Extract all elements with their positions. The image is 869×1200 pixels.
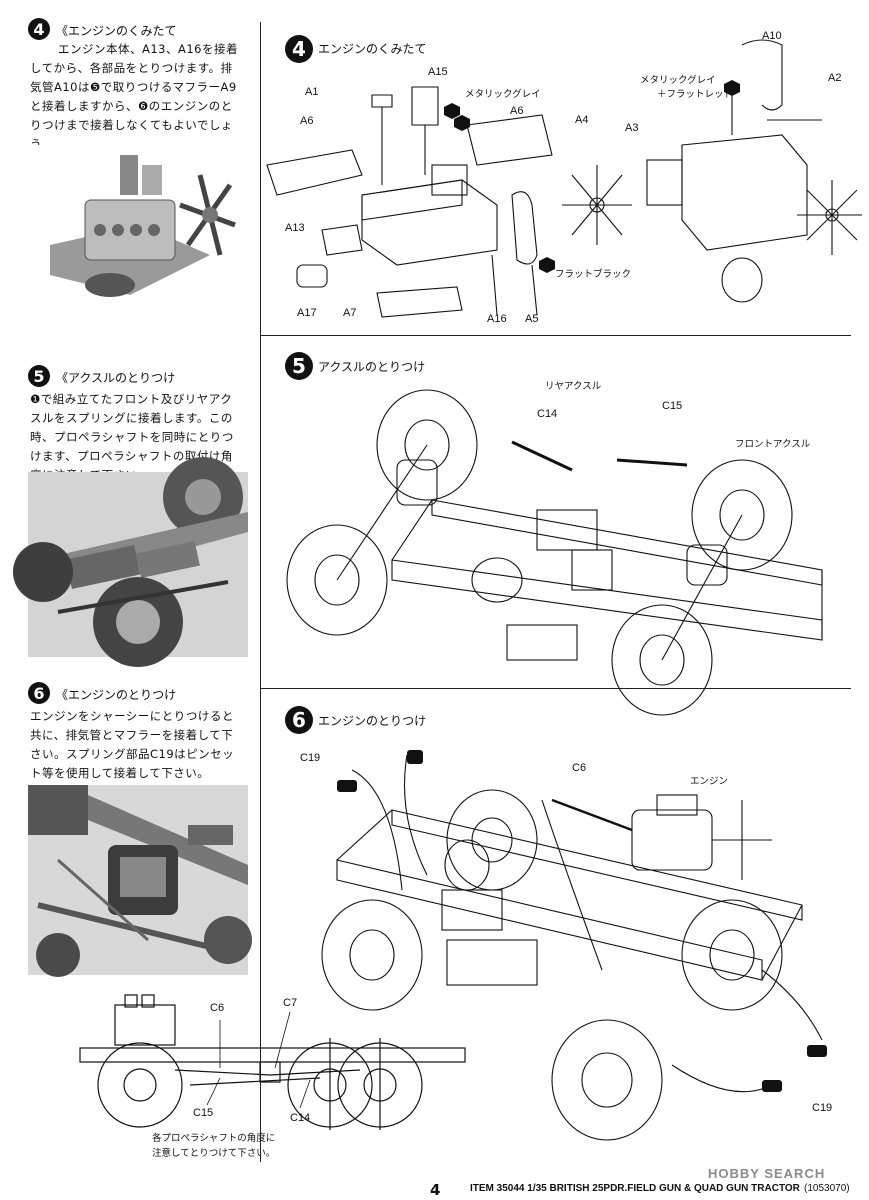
- step-6-line: ト等を使用して接着して下さい。: [30, 766, 210, 780]
- engine-assembly-diagram: [266, 39, 862, 318]
- side-c6-label: C6: [210, 1002, 225, 1014]
- step-5-line: ❶で組み立てたフロント及びリヤアク: [30, 392, 233, 406]
- engine-a10-label: A10: [762, 30, 782, 42]
- engine-a2-label: A2: [828, 72, 842, 84]
- engine-a7-label: A7: [343, 307, 357, 319]
- metallic-grey-label: メタリックグレイ: [465, 89, 541, 100]
- engine-a3-label: A3: [625, 122, 639, 134]
- footer-code: (1053070): [804, 1183, 850, 1194]
- side-c7-label: C7: [283, 997, 298, 1009]
- section-divider: [261, 335, 851, 336]
- diagram-4-badge: 4: [285, 35, 313, 63]
- side-c14-label: C14: [290, 1112, 311, 1124]
- step-5-badge: 5: [28, 365, 50, 387]
- side-view-note-line: 各プロペラシャフトの角度に: [152, 1133, 276, 1144]
- axle-assembly-diagram: [286, 389, 823, 716]
- step-6-instructions: エンジンをシャーシーにとりつけると 共に、排気管とマフラーを接着して下 さい。ス…: [30, 707, 256, 783]
- step-6-line: エンジンをシャーシーにとりつけると: [30, 709, 234, 723]
- step-5-line: 時、プロペラシャフトを同時にとりつ: [30, 430, 234, 444]
- engine-mount-diagram: [321, 750, 827, 1141]
- engine-a17-label: A17: [297, 307, 317, 319]
- engine-a15-label: A15: [428, 66, 448, 78]
- mount-engine-label: エンジン: [690, 776, 729, 787]
- flat-red-label: ＋フラットレッド: [657, 89, 734, 100]
- step-4-line: エンジン本体、A13、A16を接着: [58, 42, 238, 56]
- engine-a5-label: A5: [525, 313, 539, 325]
- section-divider: [261, 688, 851, 689]
- flat-black-label: フラットブラック: [555, 269, 632, 280]
- diagram-6-title: エンジンのとりつけ: [318, 714, 427, 728]
- rear-axle-label: リヤアクスル: [545, 381, 602, 392]
- front-axle-label: フロントアクスル: [735, 439, 811, 450]
- step-6-line: 共に、排気管とマフラーを接着して下: [30, 728, 234, 742]
- engine-a1-label: A1: [305, 86, 319, 98]
- step-4-line: してから、各部品をとりつけます。排: [30, 61, 233, 75]
- engine-a6-left-label: A6: [300, 115, 314, 127]
- engine-a13-label: A13: [285, 222, 305, 234]
- step-4-instructions: エンジン本体、A13、A16を接着 してから、各部品をとりつけます。排 気管A1…: [30, 40, 256, 154]
- diagram-6-badge: 6: [285, 706, 313, 734]
- step-4-line: 気管A10は❺で取りつけるマフラーA9: [30, 80, 237, 94]
- engine-a4-label: A4: [575, 114, 589, 126]
- side-c15-label: C15: [193, 1107, 214, 1119]
- side-view-note-line: 注意してとりつけて下さい。: [152, 1148, 276, 1159]
- engine-mount-photo: [28, 785, 252, 977]
- hobby-search-watermark: HOBBY SEARCH: [708, 1166, 826, 1181]
- step-6-line: さい。スプリング部品C19はピンセッ: [30, 747, 235, 761]
- step-5-line: スルをスプリングに接着します。この: [30, 411, 233, 425]
- axle-c15-label: C15: [662, 400, 683, 412]
- diagram-5-badge: 5: [285, 352, 313, 380]
- footer-item-text: ITEM 35044 1/35 BRITISH 25PDR.FIELD GUN …: [470, 1183, 800, 1194]
- diagram-5-title: アクスルのとりつけ: [318, 360, 426, 374]
- engine-a6-top-label: A6: [510, 105, 524, 117]
- step-5-title: 《アクスルのとりつけ: [56, 371, 176, 385]
- step-6-title: 《エンジンのとりつけ: [56, 688, 177, 702]
- axle-c14-label: C14: [537, 408, 558, 420]
- mount-c19-bottom-label: C19: [812, 1102, 833, 1114]
- side-view-diagram: [79, 994, 466, 1130]
- engine-a16-label: A16: [487, 313, 507, 325]
- step-4-title: 《エンジンのくみたて: [56, 24, 177, 38]
- step-6-badge: 6: [28, 682, 50, 704]
- step-5-line: けます、プロペラシャフトの取付け角: [30, 449, 233, 463]
- diagram-4-title: エンジンのくみたて: [318, 42, 427, 56]
- axle-photo: [13, 457, 248, 667]
- mount-c19-top-label: C19: [300, 752, 321, 764]
- engine-photo: [30, 145, 240, 315]
- column-divider: [260, 22, 261, 1162]
- metallic-grey-2-label: メタリックグレイ: [640, 75, 716, 86]
- step-4-line: と接着しますから、❻のエンジンのと: [30, 99, 233, 113]
- page-number: 4: [430, 1181, 441, 1199]
- mount-c6-label: C6: [572, 762, 587, 774]
- side-view-note: 各プロペラシャフトの角度に 注意してとりつけて下さい。: [152, 1131, 275, 1161]
- step-4-badge: 4: [28, 18, 50, 40]
